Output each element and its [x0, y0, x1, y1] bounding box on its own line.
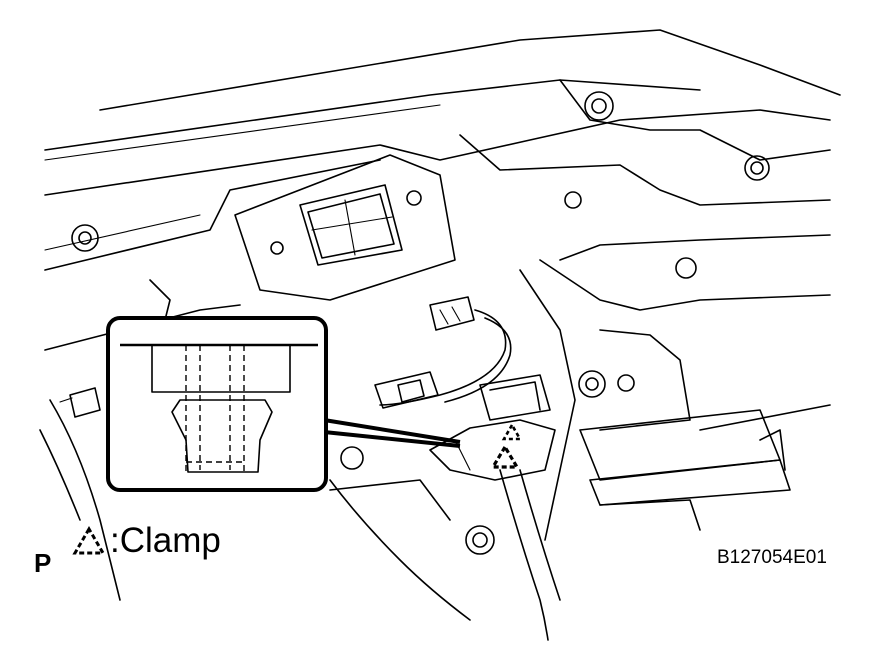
center-cutout-panel [234, 154, 456, 301]
hole-small-upper [564, 191, 582, 209]
hole-top-right [584, 91, 614, 121]
hole-small-mid [406, 190, 422, 206]
connector-left [59, 387, 101, 418]
legend-label: :Clamp [110, 521, 221, 560]
figure-id: B127054E01 [717, 547, 827, 568]
hole-right [744, 155, 770, 181]
hole-lower-mid [465, 525, 495, 555]
clamp-bracket [429, 374, 556, 481]
lower-right-module [579, 404, 831, 531]
connector-upper [429, 296, 475, 331]
hole-lower-left [340, 446, 364, 470]
right-bracket [519, 257, 831, 541]
upper-body-panel [44, 29, 841, 351]
clamp-marker-icon [490, 422, 523, 469]
legend: :Clamp [72, 519, 221, 563]
clamp-triangle-icon [72, 526, 106, 555]
clamp-detail-inset [106, 316, 328, 492]
connector-mid [374, 371, 439, 409]
view-letter: P [34, 548, 52, 578]
hole-left [71, 224, 99, 252]
callout-leader [323, 418, 461, 448]
lower-flange [329, 479, 451, 521]
hole-small-left [270, 241, 284, 255]
